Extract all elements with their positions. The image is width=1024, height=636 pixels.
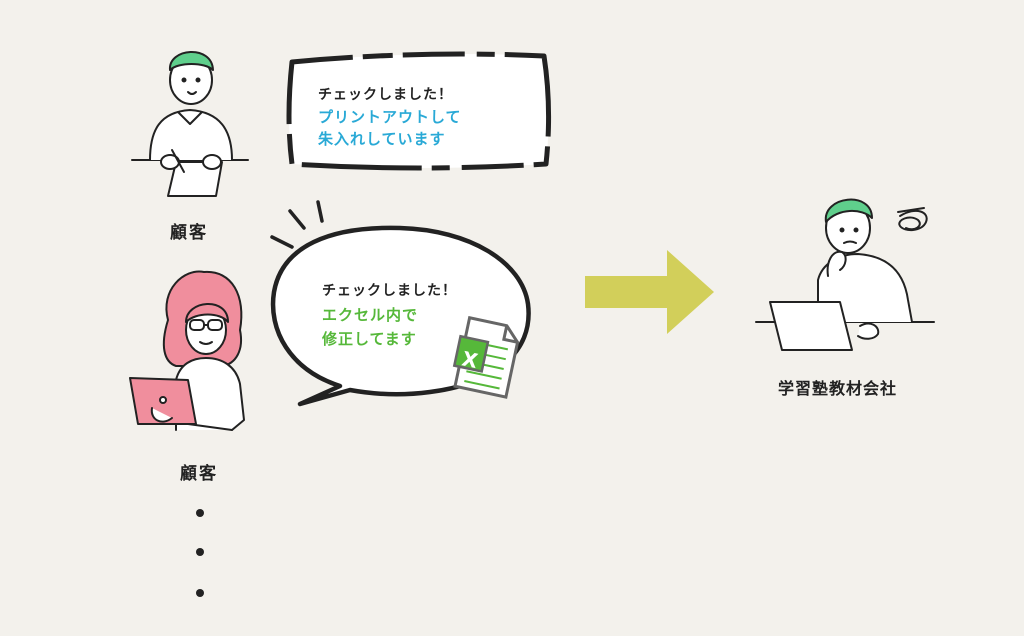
customer-bottom-label: 顧客 [180, 464, 218, 484]
excitement-marks-icon [270, 200, 324, 249]
top-bubble-line3: 朱入れしています [318, 130, 446, 148]
customer-bottom-figure [129, 270, 245, 431]
top-bubble-line1: チェックしました！ [318, 87, 453, 103]
top-bubble-line2: プリントアウトして [318, 108, 462, 126]
excel-icon-letter: X [460, 346, 481, 373]
bottom-bubble-line1: チェックしました！ [322, 283, 457, 299]
bottom-bubble-line3: 修正してます [322, 330, 417, 348]
more-customers-indicator [196, 509, 204, 597]
customer-top-figure [131, 51, 249, 197]
customer-top-speech-bubble [286, 51, 552, 171]
bottom-bubble-line2: エクセル内で [322, 306, 419, 324]
customer-top-label: 顧客 [170, 223, 208, 243]
company-label: 学習塾教材会社 [778, 379, 898, 398]
flow-arrow-icon [585, 250, 714, 334]
excel-file-icon: X [452, 315, 520, 399]
company-figure [755, 198, 935, 351]
